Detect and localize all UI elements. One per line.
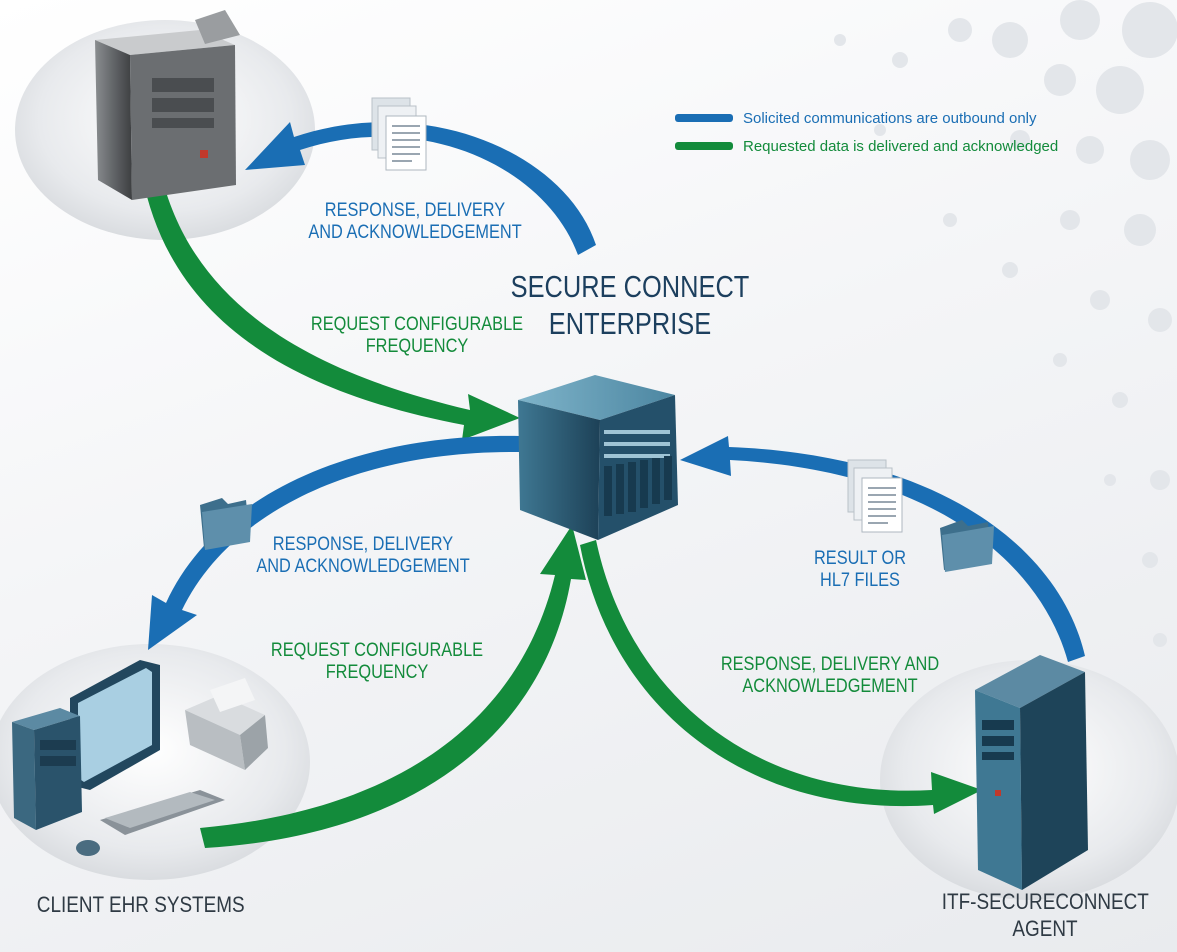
label-right-response: RESPONSE, DELIVERY AND ACKNOWLEDGEMENT bbox=[718, 654, 942, 699]
label-right-result: RESULT OR HL7 FILES bbox=[808, 548, 911, 593]
label-right-response-line1: RESPONSE, DELIVERY AND bbox=[720, 654, 940, 675]
agent-label-line1: ITF-SECURECONNECT bbox=[941, 889, 1149, 914]
folder-right-icon bbox=[940, 520, 994, 572]
legend: Solicited communications are outbound on… bbox=[675, 104, 1058, 160]
label-top-request: REQUEST CONFIGURABLE FREQUENCY bbox=[310, 314, 525, 359]
green-arrows bbox=[142, 170, 982, 848]
central-server-icon bbox=[518, 375, 678, 540]
label-left-request-line2: FREQUENCY bbox=[325, 662, 429, 684]
agent-server-tower-icon bbox=[975, 655, 1088, 890]
legend-text-blue: Solicited communications are outbound on… bbox=[743, 109, 1037, 127]
label-top-response-line1: RESPONSE, DELIVERY bbox=[324, 200, 506, 221]
client-workstation-icon bbox=[12, 660, 268, 856]
legend-item-blue: Solicited communications are outbound on… bbox=[675, 104, 1058, 132]
label-right-result-line2: HL7 FILES bbox=[820, 570, 900, 592]
diagram-title: SECURE CONNECT ENTERPRISE bbox=[499, 268, 761, 342]
folder-left-icon bbox=[200, 498, 252, 550]
legend-swatch-blue bbox=[675, 114, 733, 122]
label-right-result-line1: RESULT OR bbox=[813, 548, 907, 569]
green-arrow-center-to-agent bbox=[580, 540, 982, 814]
top-server-tower-icon bbox=[95, 10, 240, 200]
background-dots bbox=[834, 0, 1177, 647]
label-top-response-line2: AND ACKNOWLEDGEMENT bbox=[308, 222, 522, 244]
blue-arrow-center-to-top bbox=[245, 122, 596, 255]
label-left-response-line1: RESPONSE, DELIVERY bbox=[272, 534, 454, 555]
label-left-request: REQUEST CONFIGURABLE FREQUENCY bbox=[270, 640, 485, 685]
agent-label-line2: AGENT bbox=[1012, 915, 1078, 941]
label-left-response: RESPONSE, DELIVERY AND ACKNOWLEDGEMENT bbox=[256, 534, 471, 579]
label-left-request-line1: REQUEST CONFIGURABLE bbox=[270, 640, 484, 661]
label-right-response-line2: ACKNOWLEDGEMENT bbox=[742, 676, 918, 698]
label-top-request-line2: FREQUENCY bbox=[365, 336, 469, 358]
document-stack-top-icon bbox=[371, 97, 427, 171]
green-arrow-top-to-center bbox=[142, 170, 520, 440]
client-ehr-label: CLIENT EHR SYSTEMS bbox=[36, 892, 245, 917]
label-top-response: RESPONSE, DELIVERY AND ACKNOWLEDGEMENT bbox=[308, 200, 523, 245]
green-arrow-client-to-center bbox=[200, 525, 586, 848]
legend-item-green: Requested data is delivered and acknowle… bbox=[675, 132, 1058, 160]
title-line-2: ENTERPRISE bbox=[548, 306, 712, 342]
label-top-request-line1: REQUEST CONFIGURABLE bbox=[310, 314, 524, 335]
legend-swatch-green bbox=[675, 142, 733, 150]
document-stack-right-icon bbox=[847, 459, 903, 533]
label-left-response-line2: AND ACKNOWLEDGEMENT bbox=[256, 556, 470, 578]
agent-label: ITF-SECURECONNECT AGENT bbox=[941, 889, 1149, 943]
legend-text-green: Requested data is delivered and acknowle… bbox=[743, 137, 1059, 155]
title-line-1: SECURE CONNECT bbox=[510, 269, 750, 304]
